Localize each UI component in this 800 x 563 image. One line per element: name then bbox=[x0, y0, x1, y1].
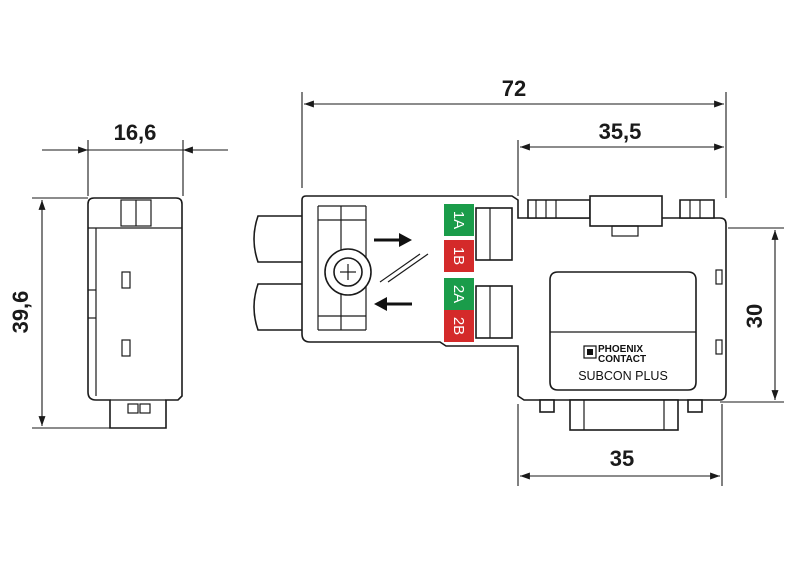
dim-width-label: 16,6 bbox=[114, 120, 157, 145]
arrow-left-icon bbox=[374, 297, 412, 311]
pin-label-bg bbox=[444, 240, 474, 272]
dim-head-length-label: 35,5 bbox=[599, 119, 642, 144]
logo-line2: CONTACT bbox=[598, 354, 646, 365]
pin-label-bg bbox=[444, 310, 474, 342]
logo-line1: PHOENIX bbox=[598, 344, 643, 355]
pin-label-bg bbox=[444, 278, 474, 310]
dim-overall-length-label: 72 bbox=[502, 76, 526, 101]
pin-label-bg bbox=[444, 204, 474, 236]
side-body-outline bbox=[87, 197, 183, 429]
pin-label-2b: 2B bbox=[450, 317, 467, 335]
dim-base-length-label: 35 bbox=[610, 446, 634, 471]
pin-labels: 1A 1B 2A 2B bbox=[444, 204, 474, 342]
dim-height-front-label: 30 bbox=[742, 304, 767, 328]
product-name: SUBCON PLUS bbox=[578, 369, 668, 383]
pin-label-1b: 1B bbox=[450, 247, 467, 265]
cables bbox=[253, 215, 305, 331]
label-plate bbox=[549, 271, 697, 391]
pin-label-1a: 1A bbox=[450, 211, 467, 229]
arrow-right-icon bbox=[374, 233, 412, 247]
front-view: 72 35,5 30 35 bbox=[253, 76, 784, 486]
pin-label-2a: 2A bbox=[450, 285, 467, 303]
phoenix-logo-icon bbox=[583, 345, 597, 359]
screw-icon bbox=[324, 248, 372, 296]
side-view: 16,6 39,6 bbox=[8, 120, 228, 429]
dim-height-side-label: 39,6 bbox=[8, 291, 33, 334]
